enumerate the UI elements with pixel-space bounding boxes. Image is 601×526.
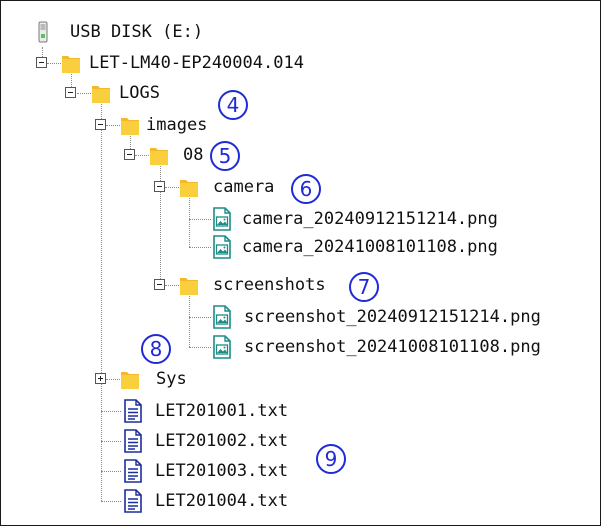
folder-icon xyxy=(61,52,81,74)
image-file-icon xyxy=(212,305,232,329)
folder-label: 08 xyxy=(183,145,204,165)
tree-connector xyxy=(106,379,120,380)
tree-node-sys-folder[interactable]: Sys xyxy=(120,364,187,394)
folder-label: LET-LM40-EP240004.014 xyxy=(89,53,304,73)
drive-label: USB DISK (E:) xyxy=(70,22,204,42)
tree-connector xyxy=(77,93,91,94)
file-label: camera_20240912151214.png xyxy=(242,209,498,229)
tree-node-image-file[interactable]: screenshot_20241008101108.png xyxy=(212,332,541,362)
tree-node-text-file[interactable]: LET201001.txt xyxy=(123,396,288,426)
tree-connector xyxy=(165,187,179,188)
image-file-icon xyxy=(212,335,232,359)
tree-node-text-file[interactable]: LET201003.txt xyxy=(123,456,288,486)
text-file-icon xyxy=(123,429,143,453)
callout-marker: 7 xyxy=(349,272,379,302)
tree-connector xyxy=(42,47,43,63)
collapse-toggle-images[interactable] xyxy=(95,119,106,130)
collapse-toggle-camera[interactable] xyxy=(154,181,165,192)
file-label: camera_20241008101108.png xyxy=(242,237,498,257)
callout-marker: 8 xyxy=(141,334,171,364)
callout-marker: 5 xyxy=(210,141,240,171)
tree-connector xyxy=(101,501,121,502)
collapse-toggle-screenshots[interactable] xyxy=(154,279,165,290)
folder-icon xyxy=(91,82,111,104)
usb-drive-icon xyxy=(36,20,50,44)
file-label: screenshot_20240912151214.png xyxy=(244,307,541,327)
collapse-toggle-logs[interactable] xyxy=(65,87,76,98)
collapse-toggle-08[interactable] xyxy=(124,149,135,160)
tree-node-drive[interactable]: USB DISK (E:) xyxy=(36,17,203,47)
tree-connector xyxy=(101,411,121,412)
tree-node-image-file[interactable]: screenshot_20240912151214.png xyxy=(212,302,541,332)
folder-label: Sys xyxy=(156,369,187,389)
expand-toggle-sys[interactable] xyxy=(95,373,106,384)
tree-connector xyxy=(101,441,121,442)
tree-node-08-folder[interactable]: 08 xyxy=(149,140,203,170)
tree-connector xyxy=(47,63,61,64)
tree-node-root-folder[interactable]: LET-LM40-EP240004.014 xyxy=(61,48,304,78)
tree-connector xyxy=(135,155,149,156)
tree-connector xyxy=(189,247,211,248)
tree-node-image-file[interactable]: camera_20240912151214.png xyxy=(212,204,498,234)
folder-label: camera xyxy=(213,177,275,197)
folder-icon xyxy=(179,176,199,198)
tree-connector xyxy=(101,101,102,501)
file-label: LET201001.txt xyxy=(155,401,289,421)
file-label: LET201002.txt xyxy=(155,431,289,451)
folder-label: LOGS xyxy=(119,83,160,103)
callout-marker: 6 xyxy=(291,174,321,204)
callout-marker: 9 xyxy=(316,444,346,474)
image-file-icon xyxy=(212,235,232,259)
tree-node-image-file[interactable]: camera_20241008101108.png xyxy=(212,232,498,262)
text-file-icon xyxy=(123,489,143,513)
callout-marker: 4 xyxy=(218,90,248,120)
tree-connector xyxy=(71,71,72,93)
tree-node-screenshots-folder[interactable]: screenshots xyxy=(179,270,326,300)
tree-node-camera-folder[interactable]: camera xyxy=(179,172,274,202)
tree-connector xyxy=(165,285,179,286)
tree-connector xyxy=(189,219,211,220)
folder-icon xyxy=(179,274,199,296)
folder-label: images xyxy=(146,115,208,135)
file-label: LET201004.txt xyxy=(155,491,289,511)
tree-node-text-file[interactable]: LET201002.txt xyxy=(123,426,288,456)
folder-label: screenshots xyxy=(213,275,326,295)
tree-connector xyxy=(101,471,121,472)
file-label: LET201003.txt xyxy=(155,461,289,481)
tree-connector xyxy=(189,317,211,318)
folder-icon xyxy=(149,144,169,166)
tree-node-text-file[interactable]: LET201004.txt xyxy=(123,486,288,516)
tree-connector xyxy=(189,347,211,348)
file-label: screenshot_20241008101108.png xyxy=(244,337,541,357)
tree-node-images-folder[interactable]: images xyxy=(120,110,207,140)
collapse-toggle-root[interactable] xyxy=(36,57,47,68)
folder-icon xyxy=(120,368,140,390)
tree-node-logs-folder[interactable]: LOGS xyxy=(91,78,160,108)
text-file-icon xyxy=(123,399,143,423)
folder-icon xyxy=(120,114,140,136)
text-file-icon xyxy=(123,459,143,483)
tree-connector xyxy=(189,193,190,247)
tree-connector xyxy=(106,125,120,126)
image-file-icon xyxy=(212,207,232,231)
tree-connector xyxy=(130,131,131,155)
tree-connector xyxy=(160,161,161,285)
